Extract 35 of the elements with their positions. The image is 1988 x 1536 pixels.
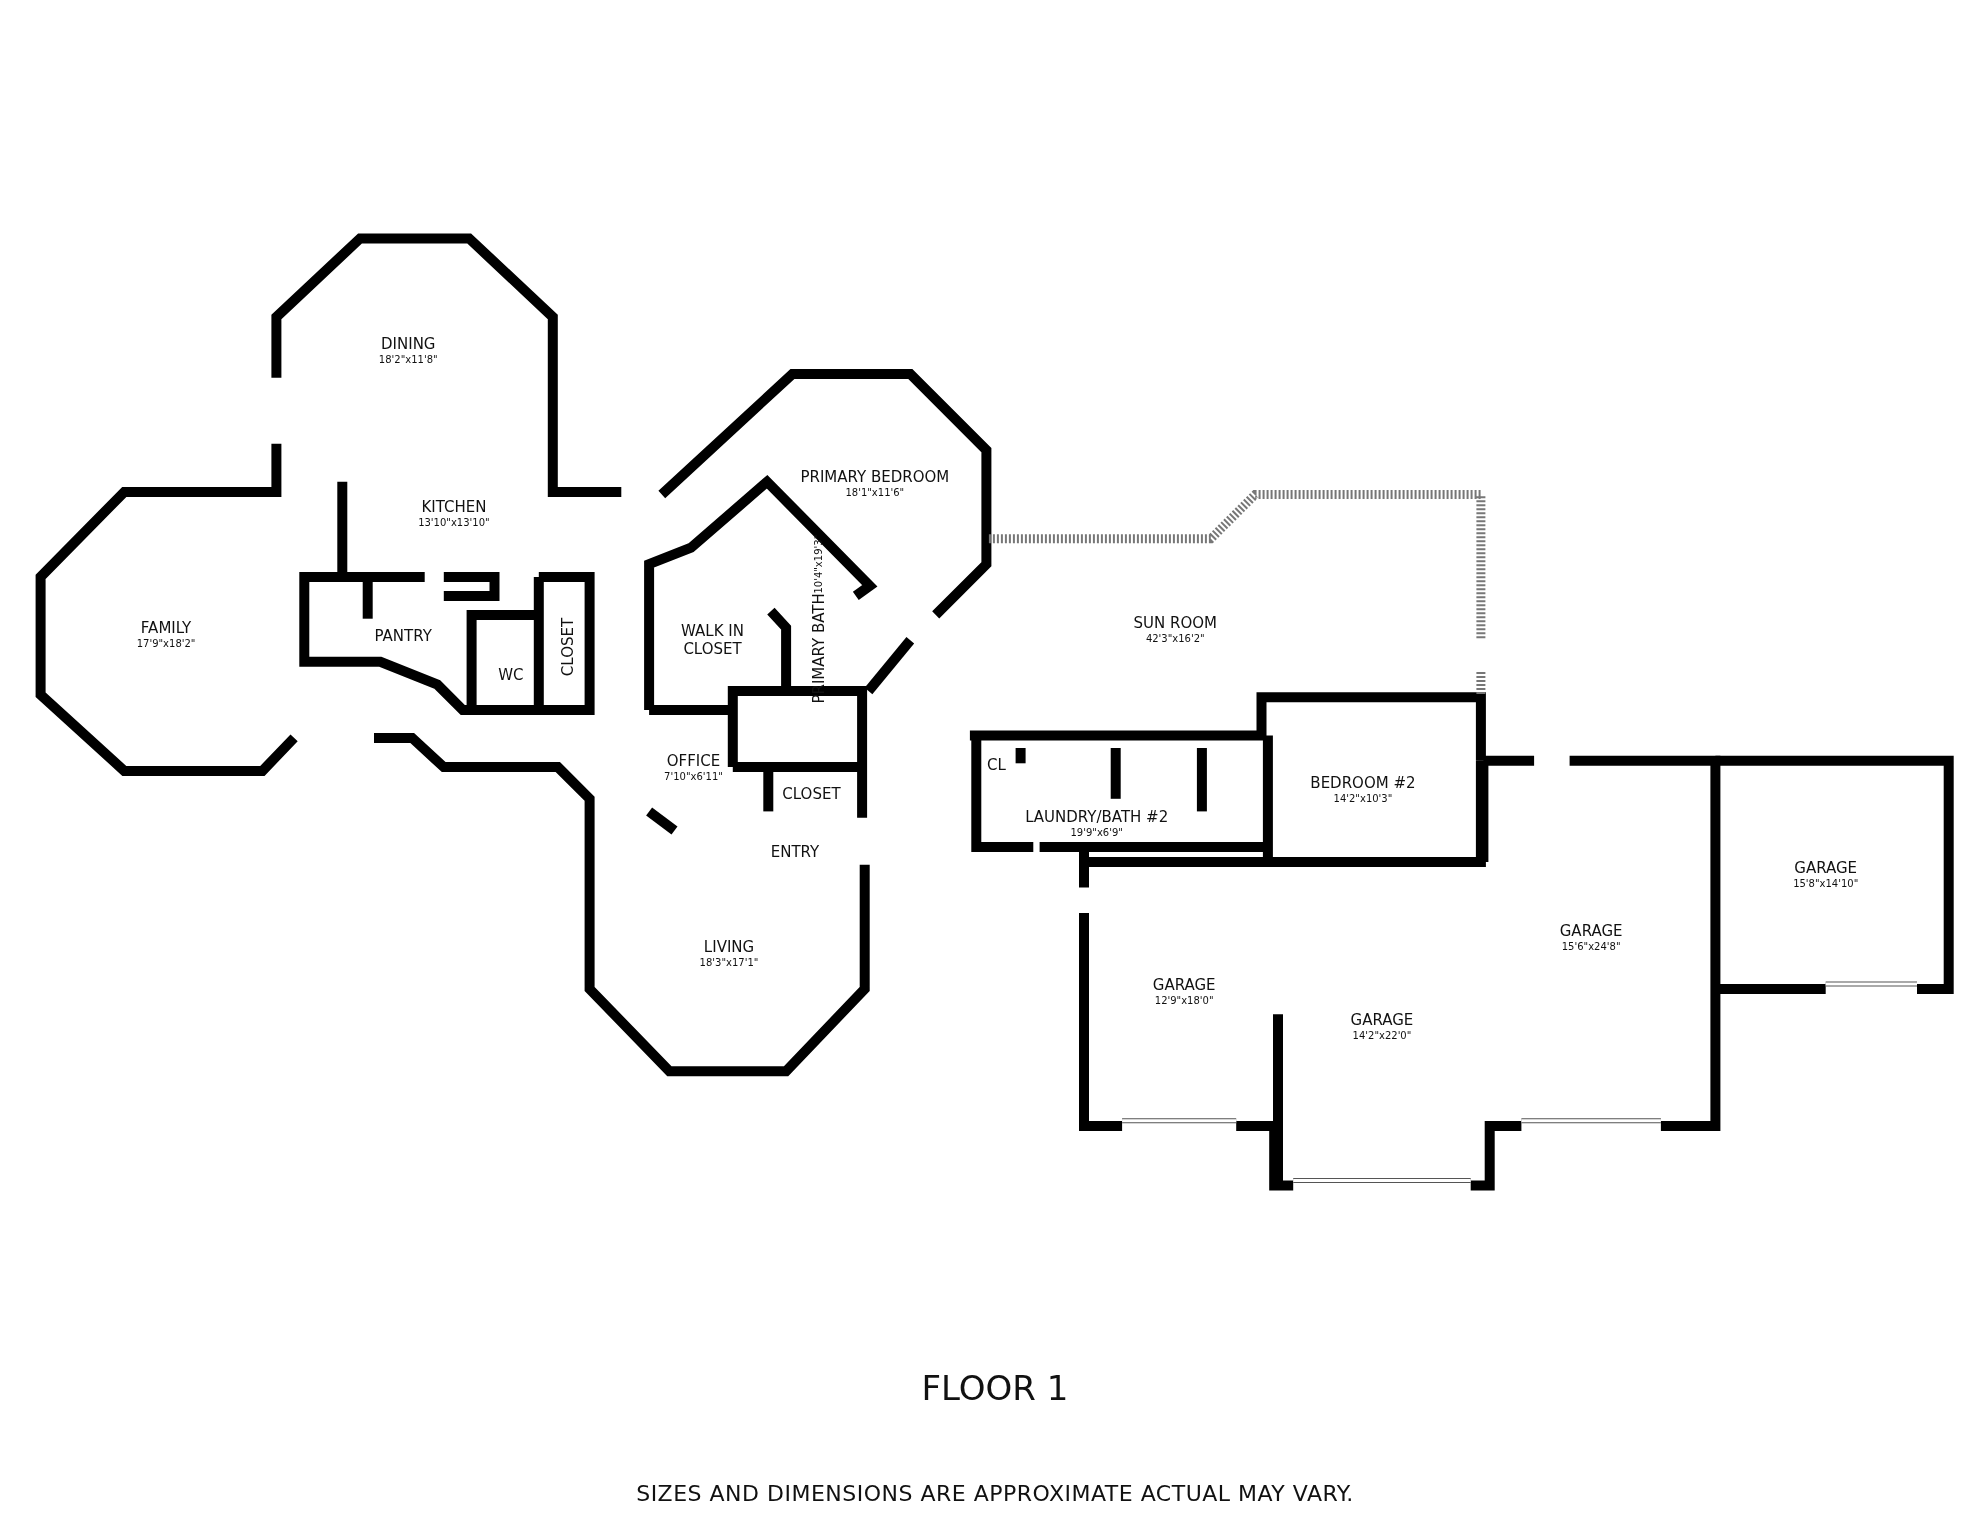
room-dimensions: 18'2"x11'8" xyxy=(378,352,438,366)
room-name: GARAGE xyxy=(1793,858,1859,877)
room-name: GARAGE xyxy=(1350,1010,1414,1029)
room-dimensions: 42'3"x16'2" xyxy=(1144,631,1206,645)
room-name: GARAGE xyxy=(1559,921,1623,940)
room-name: CLOSET xyxy=(782,784,841,803)
room-dimensions: 12'9"x18'0" xyxy=(1153,993,1215,1007)
room-dimensions: 13'10"x13'10" xyxy=(418,515,490,529)
room-name: DINING xyxy=(380,334,437,353)
room-name: CL xyxy=(987,755,1006,774)
room-name: CLOSET xyxy=(558,617,577,676)
room-dimensions: 18'1"x11'6" xyxy=(844,485,906,499)
room-name: ENTRY xyxy=(770,843,820,861)
room-name: WALK IN CLOSET xyxy=(680,622,745,659)
room-dimensions: 17'9"x18'2" xyxy=(136,636,196,650)
room-name: GARAGE xyxy=(1152,975,1216,994)
room-name: BEDROOM #2 xyxy=(1310,773,1416,792)
disclaimer-note: SIZES AND DIMENSIONS ARE APPROXIMATE ACTUAL MAY VARY. xyxy=(636,1480,1354,1506)
room-name: SUN ROOM xyxy=(1133,613,1218,632)
room-name: LAUNDRY/BATH #2 xyxy=(1025,807,1169,826)
room-dimensions: 19'9"x6'9" xyxy=(1069,825,1124,839)
room-dimensions: 14'2"x22'0" xyxy=(1351,1028,1413,1042)
room-dimensions: 15'6"x24'8" xyxy=(1560,939,1622,953)
room-dimensions: 14'2"x10'3" xyxy=(1332,791,1394,805)
room-dimensions: 7'10"x6'11" xyxy=(664,769,723,783)
room-name: FAMILY xyxy=(139,618,193,637)
floor-title: FLOOR 1 xyxy=(921,1368,1069,1408)
room-name: OFFICE xyxy=(665,751,722,770)
room-name: WC xyxy=(498,665,524,684)
room-name: PANTRY xyxy=(374,627,432,646)
room-dimensions: 15'8"x14'10" xyxy=(1793,876,1859,890)
room-dimensions: 18'3"x17'1" xyxy=(699,955,759,969)
room-name: KITCHEN xyxy=(420,497,488,516)
room-name: PRIMARY BEDROOM xyxy=(800,467,950,486)
room-name: LIVING xyxy=(702,937,756,956)
